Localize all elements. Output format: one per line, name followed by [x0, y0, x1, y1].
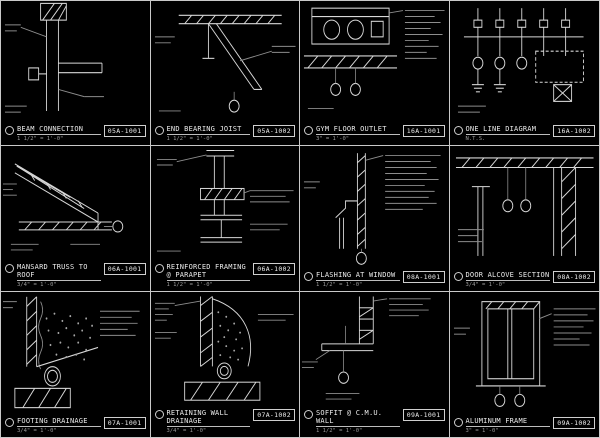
- panel-footer: DOOR ALCOVE SECTION 3/4" = 1'-0" 08A-100…: [450, 270, 600, 291]
- detail-title: RETAINING WALL DRAINAGE: [166, 409, 251, 427]
- detail-bubble-icon: [154, 263, 164, 273]
- beam-connection-drawing: [1, 1, 150, 125]
- detail-title: ALUMINUM FRAME: [465, 417, 551, 427]
- detail-bubble-icon: [304, 271, 313, 281]
- one-line-diagram-drawing: [450, 1, 600, 125]
- gym-floor-outlet-drawing: [300, 1, 449, 125]
- detail-panel-flashing-at-window[interactable]: FLASHING AT WINDOW 1 1/2" = 1'-0" 08A-10…: [300, 146, 450, 292]
- detail-bubble-icon: [5, 263, 14, 273]
- detail-scale: 1 1/2" = 1'-0": [17, 136, 64, 143]
- detail-panel-beam-connection[interactable]: BEAM CONNECTION 1 1/2" = 1'-0" 05A-1001: [1, 1, 151, 147]
- panel-footer: RETAINING WALL DRAINAGE 3/4" = 1'-0" 07A…: [151, 408, 300, 437]
- drawing-number-badge: 07A-1002: [253, 408, 295, 421]
- detail-panel-gym-floor-outlet[interactable]: GYM FLOOR OUTLET 3" = 1'-0" 16A-1001: [300, 1, 450, 147]
- panel-footer: SOFFIT @ C.M.U. WALL 1 1/2" = 1'-0" 09A-…: [300, 408, 449, 437]
- drawing-number-badge: 06A-1001: [103, 262, 146, 275]
- panel-footer: MANSARD TRUSS TO ROOF 3/4" = 1'-0" 06A-1…: [1, 262, 150, 291]
- flashing-at-window-drawing: [300, 146, 449, 270]
- detail-bubble-icon: [154, 126, 164, 136]
- detail-title: SOFFIT @ C.M.U. WALL: [316, 409, 400, 427]
- detail-panel-end-bearing-joist[interactable]: END BEARING JOIST 1 1/2" = 1'-0" 05A-100…: [150, 1, 300, 147]
- detail-panel-footing-drainage[interactable]: FOOTING DRAINAGE 3/4" = 1'-0" 07A-1001: [1, 291, 151, 437]
- reinforced-framing-parapet-drawing: [151, 146, 300, 262]
- drawing-number-badge: 05A-1002: [253, 125, 295, 138]
- panel-footer: GYM FLOOR OUTLET 3" = 1'-0" 16A-1001: [300, 125, 449, 145]
- detail-title: END BEARING JOIST: [166, 125, 251, 136]
- detail-panel-reinforced-framing-parapet[interactable]: REINFORCED FRAMING @ PARAPET 1 1/2" = 1'…: [150, 146, 300, 292]
- detail-bubble-icon: [5, 126, 14, 136]
- drawing-number-badge: 16A-1001: [402, 125, 445, 138]
- detail-panel-soffit-cmu-wall[interactable]: SOFFIT @ C.M.U. WALL 1 1/2" = 1'-0" 09A-…: [300, 291, 450, 437]
- detail-bubble-icon: [453, 126, 463, 136]
- detail-title: ONE LINE DIAGRAM: [465, 125, 551, 136]
- drawing-number-badge: 07A-1001: [103, 416, 146, 429]
- detail-bubble-icon: [5, 417, 14, 427]
- detail-scale: 3/4" = 1'-0": [17, 427, 57, 434]
- drawing-number-badge: 09A-1001: [402, 408, 445, 421]
- detail-scale: 3/4" = 1'-0": [465, 281, 506, 288]
- detail-scale: 3/4" = 1'-0": [17, 281, 57, 288]
- drawing-number-badge: 16A-1002: [553, 125, 595, 138]
- retaining-wall-drainage-drawing: [151, 292, 300, 409]
- detail-scale: 1 1/2" = 1'-0": [316, 427, 363, 434]
- detail-bubble-icon: [304, 126, 313, 136]
- panel-footer: REINFORCED FRAMING @ PARAPET 1 1/2" = 1'…: [151, 262, 300, 291]
- detail-bubble-icon: [453, 417, 463, 427]
- detail-scale: 3/4" = 1'-0": [166, 427, 207, 434]
- detail-title: GYM FLOOR OUTLET: [316, 125, 400, 136]
- detail-scale: 1 1/2" = 1'-0": [316, 281, 363, 288]
- end-bearing-joist-drawing: [151, 1, 300, 125]
- detail-panel-mansard-truss-to-roof[interactable]: MANSARD TRUSS TO ROOF 3/4" = 1'-0" 06A-1…: [1, 146, 151, 292]
- detail-scale: 1 1/2" = 1'-0": [166, 136, 213, 143]
- panel-footer: FLASHING AT WINDOW 1 1/2" = 1'-0" 08A-10…: [300, 270, 449, 291]
- panel-footer: FOOTING DRAINAGE 3/4" = 1'-0" 07A-1001: [1, 416, 150, 437]
- detail-title: DOOR ALCOVE SECTION: [465, 271, 551, 281]
- detail-bubble-icon: [453, 271, 463, 281]
- aluminum-frame-drawing: [450, 292, 600, 417]
- detail-scale: 3" = 1'-0": [465, 427, 499, 434]
- detail-title: FOOTING DRAINAGE: [17, 417, 101, 427]
- detail-bubble-icon: [154, 409, 164, 419]
- panel-footer: END BEARING JOIST 1 1/2" = 1'-0" 05A-100…: [151, 125, 300, 145]
- footing-drainage-drawing: [1, 292, 150, 417]
- detail-title: FLASHING AT WINDOW: [316, 271, 400, 281]
- panel-footer: BEAM CONNECTION 1 1/2" = 1'-0" 05A-1001: [1, 125, 150, 145]
- soffit-cmu-wall-drawing: [300, 292, 449, 409]
- detail-title: REINFORCED FRAMING @ PARAPET: [166, 263, 251, 281]
- drawing-number-badge: 08A-1002: [553, 270, 595, 283]
- panel-footer: ONE LINE DIAGRAM N.T.S. 16A-1002: [450, 125, 600, 145]
- detail-scale: N.T.S.: [465, 136, 486, 143]
- panel-footer: ALUMINUM FRAME 3" = 1'-0" 09A-1002: [450, 416, 600, 437]
- door-alcove-section-drawing: [450, 146, 600, 270]
- detail-panel-one-line-diagram[interactable]: ONE LINE DIAGRAM N.T.S. 16A-1002: [449, 1, 600, 147]
- drawing-number-badge: 09A-1002: [553, 416, 595, 429]
- drawing-number-badge: 06A-1002: [253, 262, 295, 275]
- detail-panel-retaining-wall-drainage[interactable]: RETAINING WALL DRAINAGE 3/4" = 1'-0" 07A…: [151, 291, 300, 437]
- drawing-number-badge: 08A-1001: [402, 270, 445, 283]
- detail-title: MANSARD TRUSS TO ROOF: [17, 263, 101, 281]
- mansard-truss-drawing: [1, 146, 150, 262]
- detail-scale: 1 1/2" = 1'-0": [166, 281, 213, 288]
- detail-panel-aluminum-frame[interactable]: ALUMINUM FRAME 3" = 1'-0" 09A-1002: [450, 292, 600, 437]
- detail-bubble-icon: [304, 409, 313, 419]
- detail-scale: 3" = 1'-0": [316, 136, 350, 143]
- detail-panel-door-alcove-section[interactable]: DOOR ALCOVE SECTION 3/4" = 1'-0" 08A-100…: [449, 146, 600, 292]
- drawing-number-badge: 05A-1001: [103, 125, 146, 138]
- detail-title: BEAM CONNECTION: [17, 125, 101, 136]
